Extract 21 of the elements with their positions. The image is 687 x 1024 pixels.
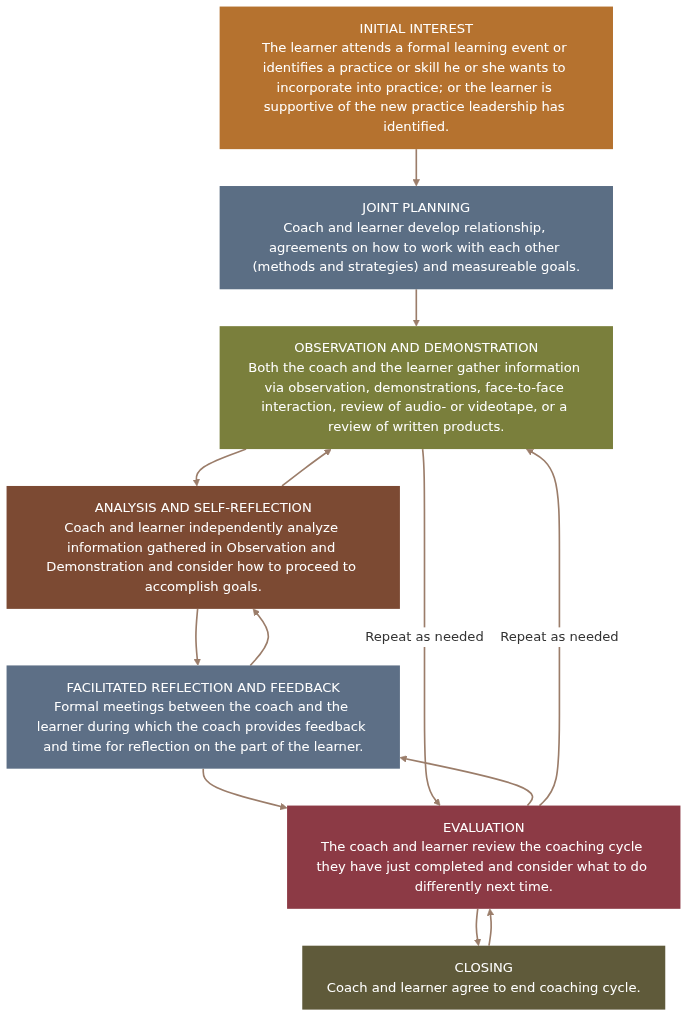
arrow — [202, 767, 288, 810]
node-box: OBSERVATION AND DEMONSTRATION Both the coach and the learner gather information via observation, demonstrations, face-to-face interaction, review of audio- or videotape, or a review of written products. — [219, 326, 613, 450]
arrow — [249, 608, 270, 667]
arrow — [399, 755, 534, 807]
node-box: EVALUATION The coach and learner review the coaching cycle they have just completed and consider what to do differently next time. — [287, 805, 681, 909]
node-box: ANALYSIS AND SELF-REFLECTION Coach and learner independently analyze information gathered in Observation and Demonstration and consider how to proceed to accomplish goals. — [6, 485, 400, 609]
node-box: INITIAL INTEREST The learner attends a formal learning event or identifies a practice or skill he or she wants to incorporate into practice; or the learner is supportive of the new practice leadership has identified. — [219, 6, 613, 150]
arrow — [526, 448, 561, 807]
edge-label: Repeat as needed — [365, 628, 484, 645]
arrow — [487, 908, 495, 947]
arrow — [412, 148, 420, 187]
arrow — [421, 448, 441, 806]
node-box: CLOSING Coach and learner agree to end coaching cycle. — [302, 945, 666, 1010]
edge-label: Repeat as needed — [500, 628, 619, 645]
arrow — [412, 288, 420, 327]
arrow — [473, 908, 482, 946]
arrow — [281, 448, 332, 487]
arrow — [192, 448, 247, 487]
arrow — [193, 608, 201, 666]
node-box: JOINT PLANNING Coach and learner develop relationship, agreements on how to work with each other (methods and strategies) and measureable goals. — [219, 186, 613, 290]
node-box: FACILITATED REFLECTION AND FEEDBACK Formal meetings between the coach and the learner during which the coach provides feedback and time for reflection on the part of the learner. — [6, 665, 400, 769]
